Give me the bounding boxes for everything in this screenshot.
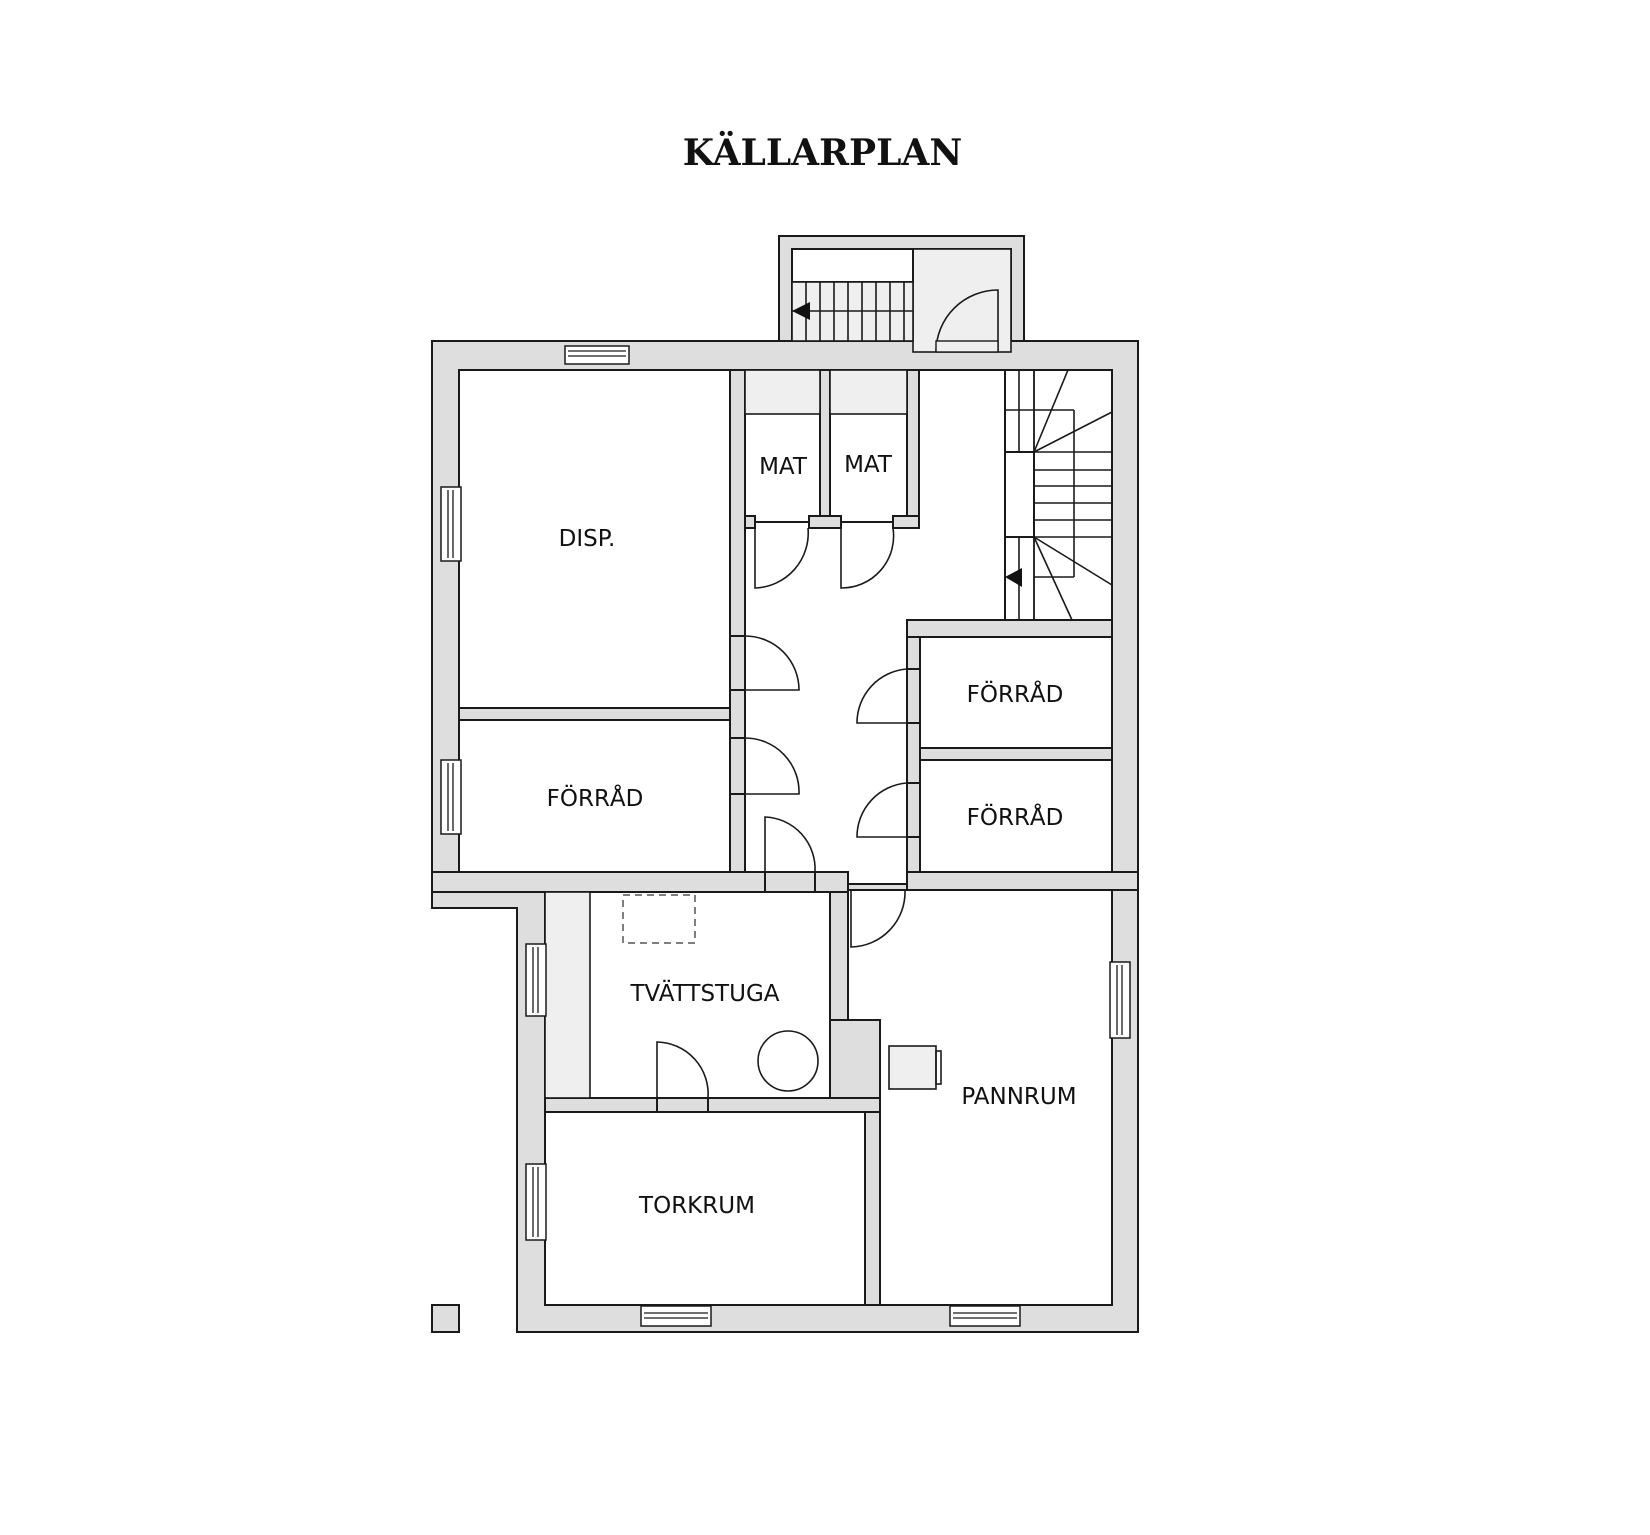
entrance-stair [791, 248, 1012, 353]
room-label-tvattstuga: TVÄTTSTUGA [630, 979, 780, 1007]
fixtures [544, 369, 942, 1099]
room-label-pannrum: PANNRUM [961, 1084, 1076, 1110]
room-label-mat-2: MAT [844, 452, 893, 478]
window [525, 943, 547, 1017]
room-label-torkrum: TORKRUM [638, 1193, 755, 1219]
doors [656, 527, 908, 1112]
window [440, 486, 462, 562]
room-label-forrad-right-2: FÖRRÅD [967, 803, 1064, 831]
plan-title: KÄLLARPLAN [682, 132, 963, 174]
window [949, 1305, 1021, 1327]
window [440, 759, 462, 835]
boiler-box [888, 1045, 937, 1090]
windows [440, 345, 1131, 1327]
pillar [431, 1304, 460, 1333]
room-labels: DISP. MAT MAT FÖRRÅD FÖRRÅD FÖRRÅD TVÄTT… [547, 452, 1077, 1219]
stair-direction-arrow [792, 302, 810, 320]
dashed-rectangle [622, 894, 696, 944]
window [640, 1305, 712, 1327]
window [564, 345, 630, 365]
circle-fixture [757, 1030, 819, 1092]
window [1109, 961, 1131, 1039]
inner-stair [1004, 369, 1113, 621]
bench-strip [544, 891, 591, 1099]
room-label-forrad-right-1: FÖRRÅD [967, 680, 1064, 708]
shelf-mat-2 [829, 369, 908, 415]
room-label-forrad-left: FÖRRÅD [547, 784, 644, 812]
room-label-disp: DISP. [559, 526, 616, 552]
window [525, 1163, 547, 1241]
shelf-mat-1 [744, 369, 821, 415]
interior-walls [431, 369, 1139, 1306]
room-label-mat-1: MAT [759, 454, 808, 480]
stair-direction-arrow [1005, 568, 1022, 587]
